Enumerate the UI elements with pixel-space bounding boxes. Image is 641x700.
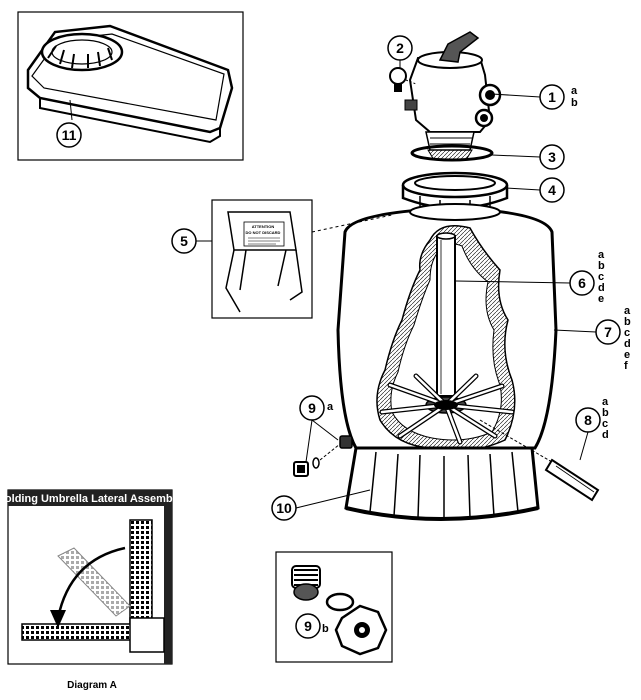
callout-4: 4 bbox=[539, 177, 565, 203]
drain-plug bbox=[293, 435, 353, 477]
callout-6-sub-b: b bbox=[598, 260, 605, 272]
callout-1-label: 1 bbox=[548, 89, 556, 105]
callout-8-sub-c: c bbox=[602, 418, 608, 430]
callout-8-sub-d: d bbox=[602, 429, 609, 441]
callout-6-label: 6 bbox=[578, 275, 586, 291]
leader-lines bbox=[196, 60, 597, 509]
callout-8-sub-b: b bbox=[602, 407, 609, 419]
valve-o-ring bbox=[410, 144, 494, 162]
callout-7-sub-d: d bbox=[624, 338, 631, 350]
flange-collar bbox=[401, 171, 509, 210]
multiport-valve bbox=[404, 31, 502, 161]
callout-8: 8 a b c d bbox=[575, 396, 609, 441]
callout-10: 10 bbox=[271, 495, 297, 521]
callout-6: 6 a b c d e bbox=[569, 249, 605, 305]
inset-box-11: 11 bbox=[17, 11, 244, 161]
callout-10-label: 10 bbox=[276, 500, 292, 516]
warning-sign-stand: ATTENTION DO NOT DISCARD bbox=[225, 211, 303, 313]
callout-9b-sub: b bbox=[322, 623, 329, 635]
callout-4-label: 4 bbox=[548, 182, 556, 198]
callout-7-sub-c: c bbox=[624, 327, 630, 339]
callout-5-label: 5 bbox=[180, 233, 188, 249]
sign-line-2: DO NOT DISCARD bbox=[246, 230, 281, 235]
tank-cover-part bbox=[26, 24, 234, 144]
inset-box-5: ATTENTION DO NOT DISCARD bbox=[211, 199, 313, 319]
callout-9a: 9 a bbox=[299, 395, 334, 421]
sign-line-1: ATTENTION bbox=[252, 224, 275, 229]
diagram-a: Folding Umbrella Lateral Assembly bbox=[0, 489, 183, 665]
callout-6-sub-d: d bbox=[598, 282, 605, 294]
callout-1-sub-a: a bbox=[571, 85, 578, 97]
pressure-gauge bbox=[389, 67, 417, 92]
callout-8-label: 8 bbox=[584, 412, 592, 428]
callout-9b-label: 9 bbox=[304, 618, 312, 634]
folding-lateral-illustration bbox=[21, 519, 165, 653]
callout-8-sub-a: a bbox=[602, 396, 609, 408]
callout-11-label: 11 bbox=[62, 127, 77, 143]
callout-7-sub-b: b bbox=[624, 316, 631, 328]
callout-7-label: 7 bbox=[604, 324, 612, 340]
diagram-a-title: Folding Umbrella Lateral Assembly bbox=[0, 493, 183, 505]
diagram-a-caption: Diagram A bbox=[67, 680, 117, 691]
callout-3: 3 bbox=[539, 144, 565, 170]
callout-6-sub-a: a bbox=[598, 249, 605, 261]
callout-1: 1 a b bbox=[539, 84, 578, 110]
callout-7-sub-e: e bbox=[624, 349, 630, 361]
callout-9a-label: 9 bbox=[308, 400, 316, 416]
callout-6-sub-e: e bbox=[598, 293, 604, 305]
inset-box-9b bbox=[275, 551, 393, 663]
callout-1-sub-b: b bbox=[571, 97, 578, 109]
callout-7-sub-a: a bbox=[624, 305, 631, 317]
standpipe-lateral-assembly bbox=[379, 232, 515, 445]
drain-cap-part bbox=[291, 565, 388, 656]
tank-base bbox=[344, 446, 540, 521]
callout-5: 5 bbox=[171, 228, 197, 254]
callout-2: 2 bbox=[387, 35, 413, 61]
callout-9b: 9 b bbox=[295, 613, 329, 639]
callout-7: 7 a b c d e f bbox=[595, 305, 631, 372]
callout-7-sub-f: f bbox=[624, 360, 628, 372]
callout-3-label: 3 bbox=[548, 149, 556, 165]
callout-11: 11 bbox=[56, 122, 82, 148]
callout-2-label: 2 bbox=[396, 40, 404, 56]
callout-6-sub-c: c bbox=[598, 271, 604, 283]
callout-9a-sub: a bbox=[327, 401, 334, 413]
lateral-part bbox=[479, 419, 600, 502]
